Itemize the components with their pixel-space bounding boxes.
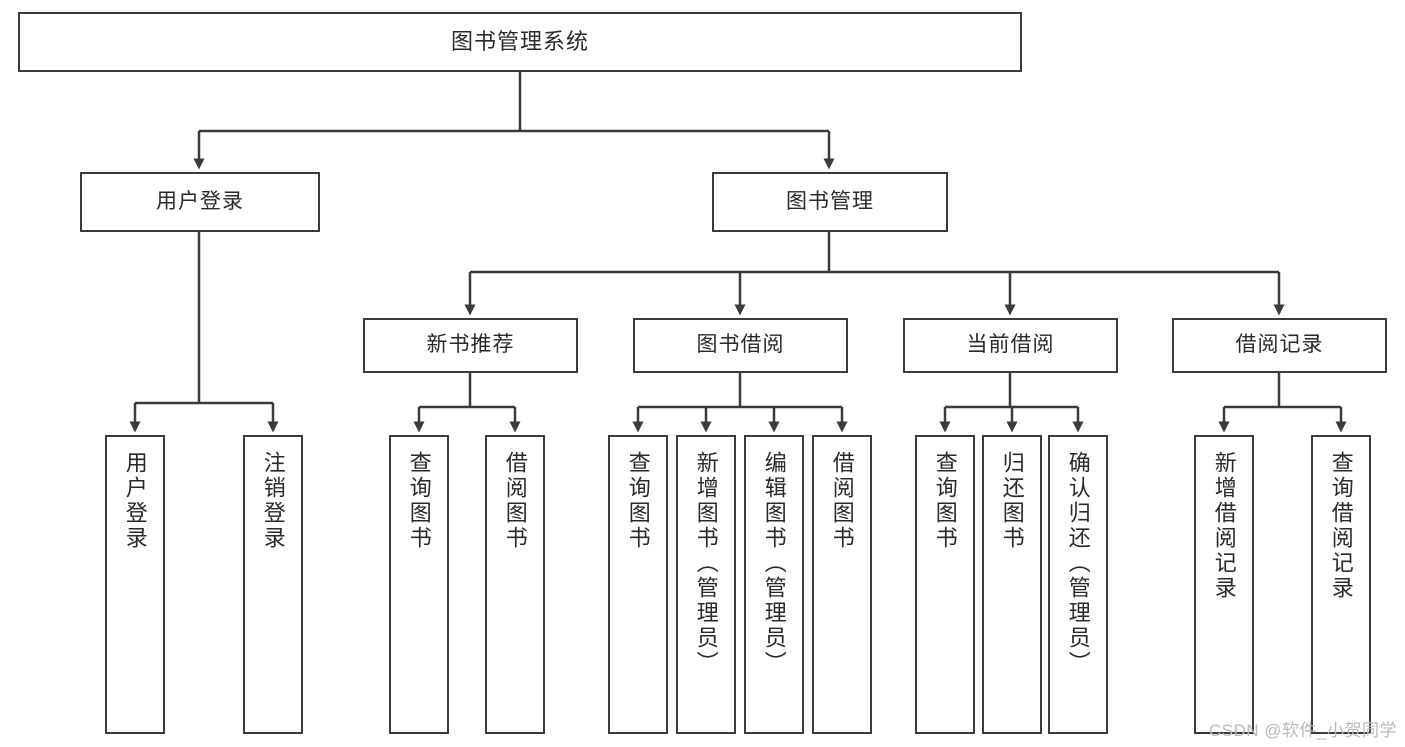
node-root[interactable]: 图书管理系统 xyxy=(18,12,1022,72)
leaf-recommend-borrow-book[interactable]: 借阅图书 xyxy=(485,435,545,734)
leaf-recommend-query-book-label: 查询图书 xyxy=(406,451,432,551)
node-book-borrow[interactable]: 图书借阅 xyxy=(633,318,848,373)
leaf-borrow-borrow-book[interactable]: 借阅图书 xyxy=(812,435,872,734)
leaf-user-login-login[interactable]: 用户登录 xyxy=(105,435,165,734)
leaf-current-query-book-label: 查询图书 xyxy=(932,451,958,551)
node-book-borrow-label: 图书借阅 xyxy=(696,333,785,357)
leaf-current-return-book-label: 归还图书 xyxy=(999,451,1025,551)
leaf-user-login-logout[interactable]: 注销登录 xyxy=(243,435,303,734)
node-user-login-label: 用户登录 xyxy=(156,189,244,213)
leaf-user-login-login-label: 用户登录 xyxy=(122,451,148,551)
node-borrow-record-label: 借阅记录 xyxy=(1235,333,1324,357)
node-book-management[interactable]: 图书管理 xyxy=(712,172,948,232)
leaf-current-confirm-return-label: 确认归还（管理员） xyxy=(1065,451,1091,676)
watermark: CSDN @软件_小贺同学 xyxy=(1208,721,1397,740)
node-book-management-label: 图书管理 xyxy=(786,189,874,213)
leaf-record-query-record-label: 查询借阅记录 xyxy=(1328,451,1354,601)
node-new-book-recommend-label: 新书推荐 xyxy=(426,333,515,357)
leaf-current-query-book[interactable]: 查询图书 xyxy=(915,435,975,734)
leaf-borrow-query-book-label: 查询图书 xyxy=(625,451,651,551)
leaf-recommend-borrow-book-label: 借阅图书 xyxy=(502,451,528,551)
node-current-borrow-label: 当前借阅 xyxy=(966,333,1055,357)
leaf-borrow-borrow-book-label: 借阅图书 xyxy=(829,451,855,551)
leaf-record-add-record[interactable]: 新增借阅记录 xyxy=(1194,435,1254,734)
leaf-user-login-logout-label: 注销登录 xyxy=(260,451,286,551)
leaf-borrow-add-book-label: 新增图书（管理员） xyxy=(693,451,719,676)
node-current-borrow[interactable]: 当前借阅 xyxy=(903,318,1118,373)
leaf-record-query-record[interactable]: 查询借阅记录 xyxy=(1311,435,1371,734)
node-user-login[interactable]: 用户登录 xyxy=(80,172,320,232)
leaf-borrow-query-book[interactable]: 查询图书 xyxy=(608,435,668,734)
leaf-current-confirm-return[interactable]: 确认归还（管理员） xyxy=(1048,435,1108,734)
leaf-borrow-edit-book-label: 编辑图书（管理员） xyxy=(761,451,787,676)
node-borrow-record[interactable]: 借阅记录 xyxy=(1172,318,1387,373)
leaf-recommend-query-book[interactable]: 查询图书 xyxy=(389,435,449,734)
leaf-current-return-book[interactable]: 归还图书 xyxy=(982,435,1042,734)
leaf-borrow-add-book[interactable]: 新增图书（管理员） xyxy=(676,435,736,734)
node-root-label: 图书管理系统 xyxy=(450,29,589,55)
node-new-book-recommend[interactable]: 新书推荐 xyxy=(363,318,578,373)
leaf-record-add-record-label: 新增借阅记录 xyxy=(1211,451,1237,601)
leaf-borrow-edit-book[interactable]: 编辑图书（管理员） xyxy=(744,435,804,734)
